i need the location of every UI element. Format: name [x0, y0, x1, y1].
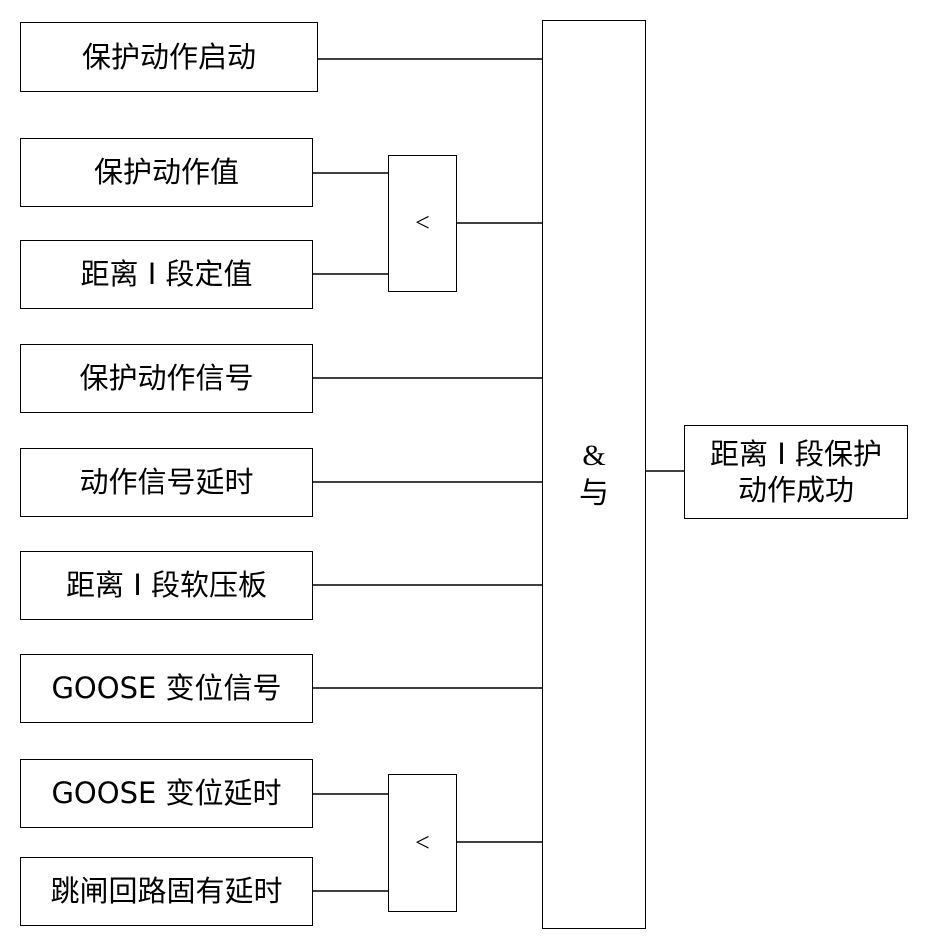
- input-goose-signal: GOOSE 变位信号: [20, 654, 313, 723]
- output-line1: 距离 I 段保护: [710, 436, 882, 471]
- input-signal-delay-label: 动作信号延时: [79, 465, 254, 500]
- input-zone1-setting-label: 距离 I 段定值: [80, 257, 253, 292]
- input-trip-loop-delay: 跳闸回路固有延时: [20, 857, 313, 926]
- input-zone1-soft-plate-label: 距离 I 段软压板: [66, 568, 267, 603]
- input-protection-signal-label: 保护动作信号: [79, 361, 254, 396]
- input-protection-signal: 保护动作信号: [20, 344, 313, 413]
- input-zone1-setting: 距离 I 段定值: [20, 240, 313, 309]
- input-protection-start: 保护动作启动: [20, 22, 318, 92]
- output-line2: 动作成功: [737, 473, 854, 507]
- and-gate-label: 与: [579, 475, 609, 511]
- comparator-top: <: [388, 155, 457, 292]
- input-goose-delay-label: GOOSE 变位延时: [51, 776, 282, 811]
- input-zone1-soft-plate: 距离 I 段软压板: [20, 551, 313, 620]
- input-protection-value-label: 保护动作值: [93, 155, 239, 190]
- comparator-bottom-symbol: <: [415, 827, 430, 857]
- output-zone1-success: 距离 I 段保护 动作成功: [684, 425, 908, 519]
- input-trip-loop-delay-label: 跳闸回路固有延时: [50, 874, 283, 909]
- input-goose-signal-label: GOOSE 变位信号: [51, 671, 282, 706]
- and-gate: & 与: [542, 20, 646, 929]
- comparator-bottom: <: [388, 774, 457, 912]
- comparator-top-symbol: <: [415, 208, 430, 238]
- input-signal-delay: 动作信号延时: [20, 448, 313, 517]
- input-goose-delay: GOOSE 变位延时: [20, 759, 313, 828]
- input-protection-value: 保护动作值: [20, 138, 313, 207]
- input-protection-start-label: 保护动作启动: [81, 39, 256, 74]
- and-gate-symbol: &: [582, 439, 606, 472]
